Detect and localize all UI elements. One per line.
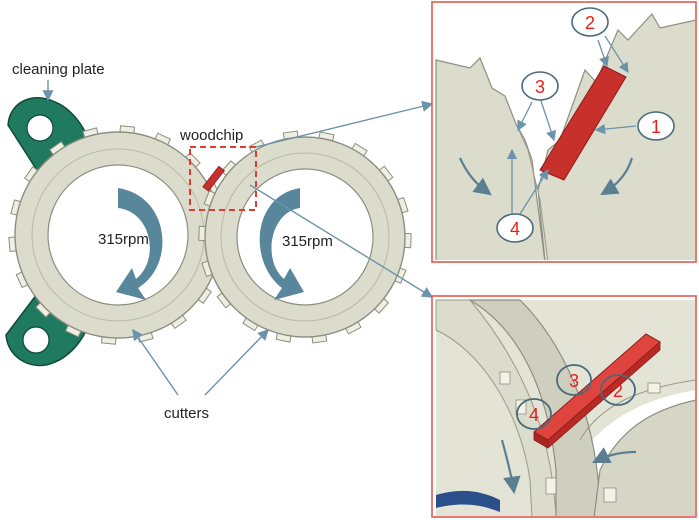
bottom-callout-3: 3 bbox=[556, 364, 592, 396]
cutters-label: cutters bbox=[164, 405, 209, 422]
bottom-inset-left-gear bbox=[467, 299, 601, 516]
woodchip bbox=[202, 165, 225, 192]
top-inset-right-rotation-arrow-icon bbox=[600, 157, 634, 196]
top-callout-3: 3 bbox=[521, 71, 559, 101]
svg-text:3: 3 bbox=[569, 371, 579, 391]
top-inset-gear-gap bbox=[515, 123, 549, 260]
left-rotation-arrow-icon bbox=[116, 188, 163, 300]
bottom-inset-tooth bbox=[603, 487, 617, 503]
svg-text:4: 4 bbox=[529, 405, 539, 425]
cutters-pointer-right bbox=[204, 328, 269, 396]
bottom-inset-tooth bbox=[515, 399, 527, 415]
zoom-region-box bbox=[189, 146, 257, 211]
bottom-detail-inset: 2 3 4 bbox=[431, 295, 697, 518]
svg-text:1: 1 bbox=[651, 117, 661, 137]
bottom-inset-tooth bbox=[499, 371, 511, 385]
bottom-inset-left-rotation-arrow-icon bbox=[500, 439, 521, 495]
bottom-inset-tooth bbox=[647, 382, 661, 394]
svg-text:4: 4 bbox=[510, 219, 520, 239]
right-rotation-arrow-icon bbox=[259, 188, 304, 300]
woodchip-label: woodchip bbox=[179, 127, 243, 144]
svg-text:2: 2 bbox=[613, 381, 623, 401]
bottom-inset-left-gear-face bbox=[435, 299, 557, 516]
bottom-inset-base-strip bbox=[436, 490, 500, 512]
bottom-callout-4: 4 bbox=[516, 398, 552, 430]
top-inset-woodchip bbox=[539, 65, 627, 181]
svg-text:2: 2 bbox=[585, 13, 595, 33]
bottom-callout-2: 2 bbox=[600, 374, 636, 406]
top-callout-3-leader-b bbox=[517, 101, 533, 132]
right-speed-label: 315rpm bbox=[282, 233, 333, 250]
top-callout-2-leader-a bbox=[597, 39, 609, 68]
top-callout-1-leader bbox=[594, 123, 637, 135]
top-callout-3-leader-a bbox=[539, 97, 557, 142]
right-cutter-inner-ring bbox=[220, 152, 390, 322]
top-inset-right-gear bbox=[537, 12, 695, 260]
top-callout-4-leader-b bbox=[519, 168, 549, 215]
top-detail-inset: 1 2 3 4 bbox=[431, 1, 697, 263]
cutters-pointer-left bbox=[132, 328, 179, 396]
left-speed-label: 315rpm bbox=[98, 231, 149, 248]
cleaning-plate-top-hole bbox=[26, 114, 54, 142]
bottom-inset-right-gear-rim bbox=[579, 379, 695, 441]
top-callout-2: 2 bbox=[571, 7, 609, 37]
top-inset-left-rotation-arrow-icon bbox=[458, 157, 492, 196]
top-callout-2-leader-b bbox=[604, 35, 629, 74]
bottom-inset-tooth bbox=[545, 477, 557, 495]
svg-text:3: 3 bbox=[535, 77, 545, 97]
bottom-inset-right-gear bbox=[593, 399, 695, 516]
cleaning-plate-bottom-hole bbox=[22, 326, 50, 354]
zoom-leader-bottom bbox=[249, 184, 434, 298]
zoom-leader-top bbox=[255, 100, 434, 148]
top-callout-4: 4 bbox=[496, 213, 534, 243]
top-callout-1: 1 bbox=[637, 111, 675, 141]
bottom-inset-right-rotation-arrow-icon bbox=[592, 447, 637, 463]
cleaning-plate-label: cleaning plate bbox=[12, 61, 105, 78]
